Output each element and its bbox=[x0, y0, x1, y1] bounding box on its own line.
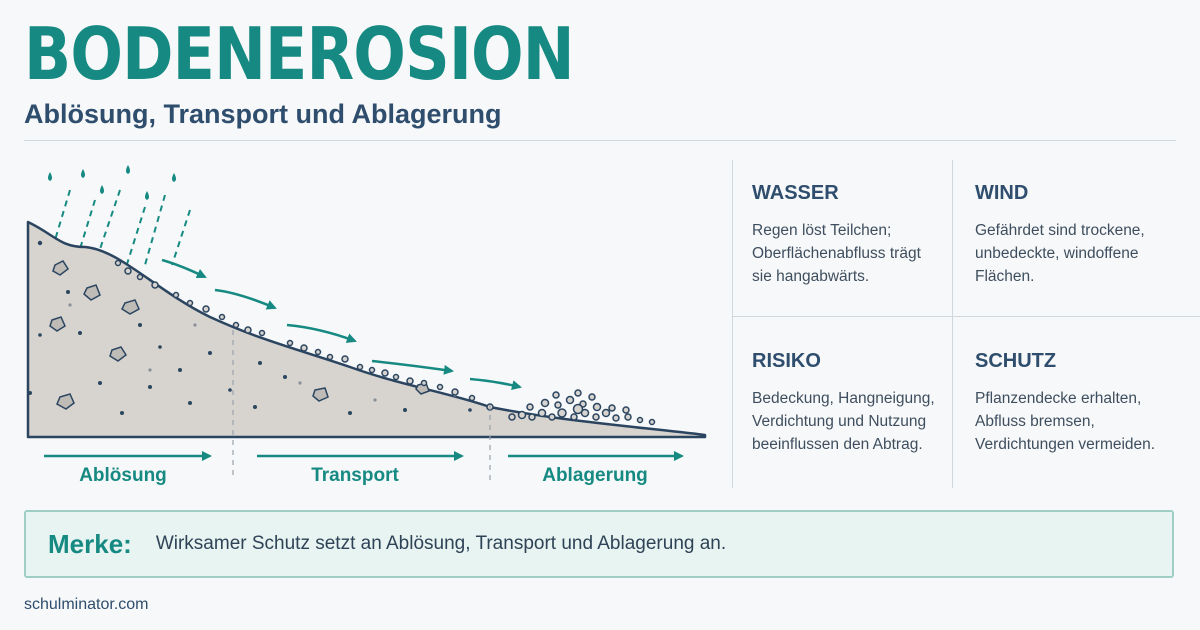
info-grid: WASSER Regen löst Teilchen; Oberflächena… bbox=[732, 160, 1200, 488]
flow-arrows bbox=[161, 258, 522, 390]
card-text: Pflanzendecke erhalten, Abfluss bremsen,… bbox=[975, 390, 1156, 453]
card-text: Bedeckung, Hangneigung, Verdichtung und … bbox=[752, 390, 935, 453]
card-title: SCHUTZ bbox=[975, 350, 1057, 372]
phase-dividers bbox=[232, 330, 491, 480]
card-risiko: RISIKO Bedeckung, Hangneigung, Verdichtu… bbox=[752, 350, 952, 456]
note-text: Wirksamer Schutz setzt an Ablösung, Tran… bbox=[155, 533, 727, 554]
note-label: Merke: bbox=[48, 528, 132, 559]
soil-stones bbox=[49, 260, 430, 410]
card-wind: WIND Gefährdet sind trockene, unbedeckte… bbox=[975, 182, 1175, 288]
card-text: Gefährdet sind trockene, unbedeckte, win… bbox=[975, 222, 1145, 285]
note-box: Merke: Wirksamer Schutz setzt an Ablösun… bbox=[24, 510, 1174, 578]
soil-slope bbox=[26, 220, 707, 439]
grid-divider-horizontal bbox=[732, 316, 1200, 317]
card-title: WIND bbox=[975, 182, 1029, 204]
erosion-diagram: Ablösung Transport Ablagerung bbox=[26, 165, 707, 486]
phase-label-detachment: Ablösung bbox=[79, 465, 167, 486]
card-text: Regen löst Teilchen; Oberflächenabfluss … bbox=[752, 222, 921, 285]
card-schutz: SCHUTZ Pflanzendecke erhalten, Abfluss b… bbox=[975, 350, 1175, 456]
moving-particles bbox=[114, 259, 494, 411]
grid-divider-vertical bbox=[952, 160, 953, 488]
rain-drop-icon bbox=[48, 165, 176, 200]
soil-grains bbox=[28, 240, 472, 415]
card-wasser: WASSER Regen löst Teilchen; Oberflächena… bbox=[752, 182, 952, 288]
card-title: RISIKO bbox=[752, 350, 821, 372]
phase-label-deposition: Ablagerung bbox=[542, 465, 648, 486]
grid-divider-left bbox=[732, 160, 733, 488]
page-subtitle: Ablösung, Transport und Ablagerung bbox=[24, 99, 502, 129]
card-title: WASSER bbox=[752, 182, 839, 204]
footer-source: schulminator.com bbox=[24, 596, 149, 613]
page-title: BODENEROSION bbox=[24, 12, 575, 96]
deposit-pile bbox=[508, 389, 656, 426]
header-divider bbox=[24, 140, 1176, 141]
phase-label-transport: Transport bbox=[311, 465, 399, 486]
